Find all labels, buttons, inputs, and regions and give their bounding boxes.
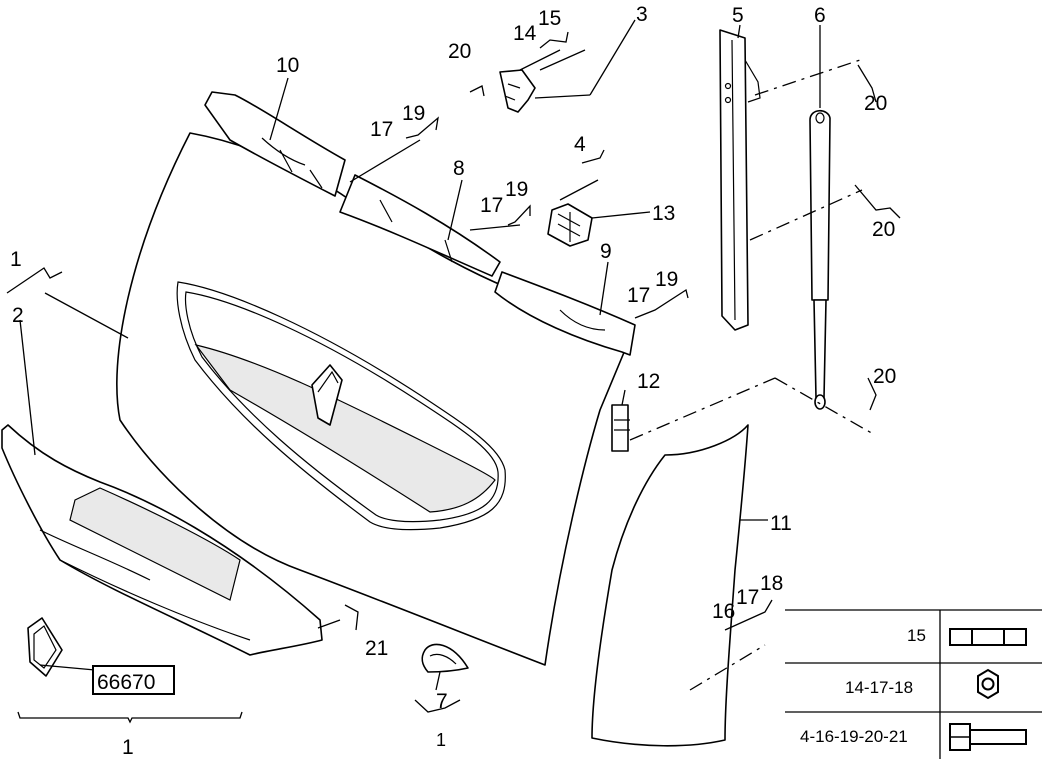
- callout-4: 4: [574, 133, 586, 156]
- part-badge-diamond: [27, 617, 63, 677]
- legend-label-4-16-19-20-21: 4-16-19-20-21: [800, 727, 908, 746]
- clip-icon: [949, 628, 1027, 646]
- callout-1-top: 1: [10, 248, 22, 271]
- assembly-lines: [19, 49, 876, 691]
- callout-5: 5: [732, 4, 744, 27]
- part-12-bracket: [611, 404, 630, 452]
- part-code-box: 66670: [92, 665, 175, 695]
- callout-15: 15: [538, 7, 561, 30]
- part-code-label: 66670: [97, 671, 155, 694]
- part-8-trim-strip: [339, 174, 501, 277]
- part-7-cap: [421, 643, 469, 673]
- legend-label-14-17-18: 14-17-18: [845, 678, 913, 697]
- callout-10: 10: [276, 54, 299, 77]
- part-5-vertical-rail: [719, 29, 761, 331]
- callout-17-a: 17: [370, 118, 393, 141]
- callout-7-sub: 1: [436, 730, 446, 750]
- callout-16: 16: [712, 600, 735, 623]
- part-3-clip: [499, 69, 536, 113]
- callout-2: 2: [12, 304, 24, 327]
- callout-12: 12: [637, 370, 660, 393]
- callout-14: 14: [513, 22, 537, 45]
- fastener-legend: 15 14-17-18 4-16-19-20-21: [785, 609, 1042, 759]
- part-6-gas-strut: [809, 109, 831, 410]
- part-11-pillar-cover: [591, 424, 749, 747]
- part-2-door-pocket: [1, 424, 323, 656]
- part-9-trim-strip: [494, 271, 636, 356]
- callout-21: 21: [365, 637, 388, 660]
- bolt-icon: [949, 723, 1027, 751]
- part-10-trim-strip: [204, 91, 346, 197]
- callout-3: 3: [636, 3, 648, 26]
- callout-9: 9: [600, 240, 612, 263]
- callout-8: 8: [453, 157, 465, 180]
- callout-11: 11: [770, 512, 792, 535]
- callout-20-d: 20: [448, 40, 471, 63]
- hex-nut-icon: [977, 668, 999, 700]
- callout-labels: 1 2 3 4 5 6 7 1 8 9 10 11 12 13 14 15 17…: [10, 3, 896, 759]
- callout-19-c: 19: [655, 268, 678, 291]
- leader-lines: [6, 19, 901, 724]
- callout-17-c: 17: [627, 284, 650, 307]
- callout-17-b: 17: [480, 194, 503, 217]
- callout-19-b: 19: [505, 178, 528, 201]
- callout-19-a: 19: [402, 102, 425, 125]
- door-trim-panel: [116, 132, 631, 666]
- callout-20-b: 20: [872, 218, 895, 241]
- callout-1-bottom: 1: [122, 736, 134, 759]
- callout-18: 18: [760, 572, 783, 595]
- callout-7: 7: [436, 690, 448, 713]
- callout-20-a: 20: [864, 92, 887, 115]
- callout-17-d: 17: [736, 586, 759, 609]
- callout-20-c: 20: [873, 365, 896, 388]
- callout-6: 6: [814, 4, 826, 27]
- callout-13: 13: [652, 202, 675, 225]
- legend-label-15: 15: [907, 626, 926, 645]
- part-13-connector: [547, 203, 593, 247]
